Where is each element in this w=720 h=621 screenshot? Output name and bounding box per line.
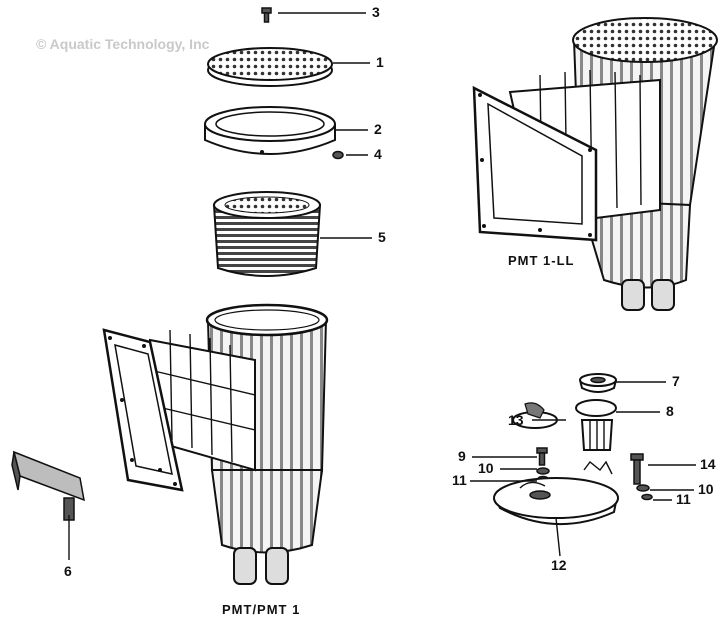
callout-7: 7 — [672, 373, 680, 389]
callout-5: 5 — [378, 229, 386, 245]
part-7-cap — [579, 373, 617, 393]
callout-6: 6 — [64, 563, 72, 579]
part-3-screw — [261, 7, 272, 23]
part-5-basket — [212, 191, 322, 277]
callout-10-left: 10 — [478, 460, 494, 476]
callout-12: 12 — [551, 557, 567, 573]
callout-11-right: 11 — [676, 491, 691, 507]
pmt-skimmer-body — [102, 303, 329, 585]
callout-10-right: 10 — [698, 481, 714, 497]
part-12-base-plate — [493, 460, 619, 525]
callout-14: 14 — [700, 456, 716, 472]
callout-1: 1 — [376, 54, 384, 70]
pmt1-ll-skimmer-body — [472, 17, 718, 311]
part-10-washer-left — [536, 467, 550, 475]
caption-pmt-pmt1: PMT/PMT 1 — [222, 602, 301, 617]
part-10-washer-right — [636, 484, 650, 492]
part-2-collar — [204, 106, 336, 155]
part-11-washer-right — [641, 493, 653, 501]
part-8-valve — [575, 399, 617, 451]
callout-9: 9 — [458, 448, 466, 464]
copyright-notice: © Aquatic Technology, Inc — [36, 36, 210, 52]
part-6-weir — [11, 450, 85, 521]
callout-11-left: 11 — [452, 472, 467, 488]
part-9-screw — [536, 447, 548, 466]
part-1-skimmer-lid — [207, 47, 333, 87]
caption-pmt1-ll: PMT 1-LL — [508, 253, 575, 268]
callout-3: 3 — [372, 4, 380, 20]
callout-13: 13 — [508, 412, 524, 428]
callout-2: 2 — [374, 121, 382, 137]
callout-4: 4 — [374, 146, 382, 162]
part-14-screw — [630, 453, 644, 485]
callout-8: 8 — [666, 403, 674, 419]
leader-lines — [68, 12, 696, 560]
part-4-o-ring — [332, 150, 344, 160]
